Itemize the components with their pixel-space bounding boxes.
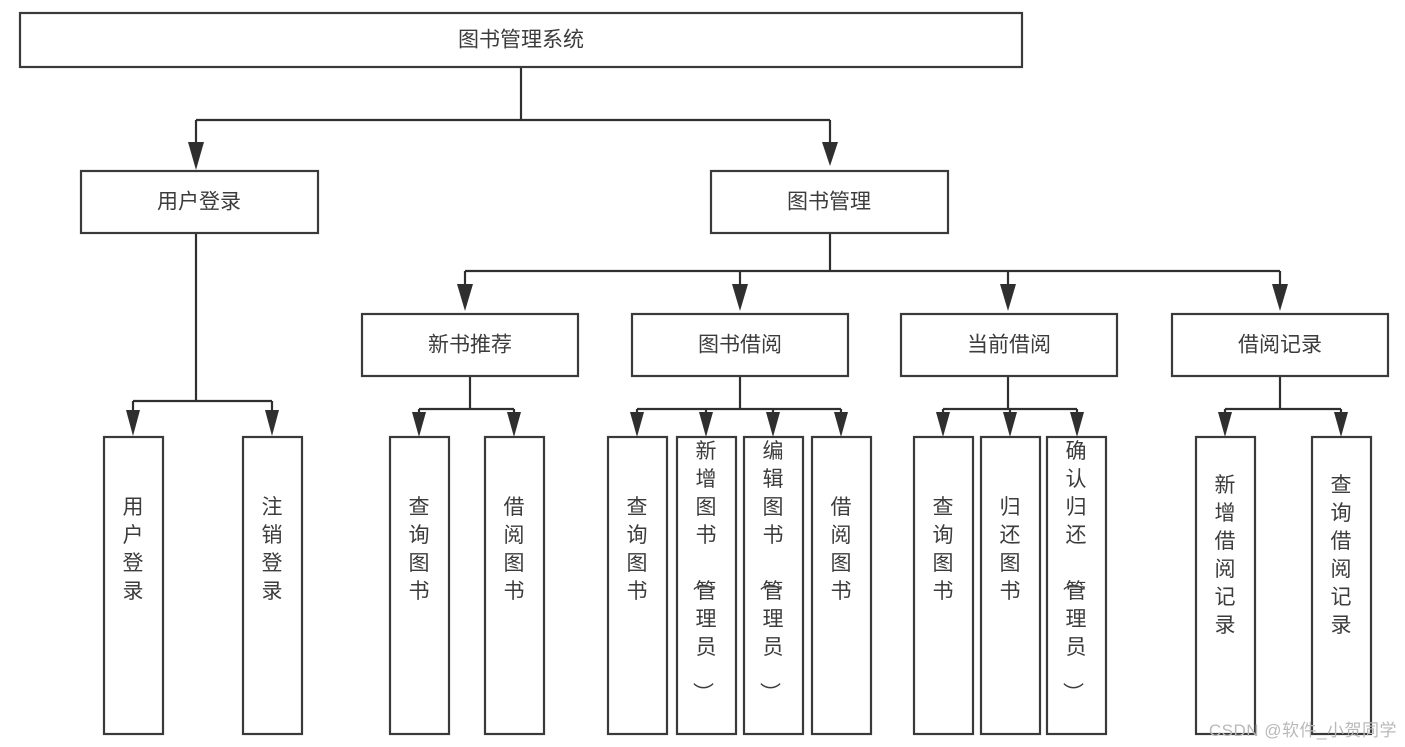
node-leaf-query-book-2-label: 查询图书 [627, 496, 648, 603]
node-leaf-logout-label: 注销登录 [262, 496, 283, 603]
node-leaf-borrow-book-2[interactable]: 借阅图书 [810, 435, 873, 736]
node-leaf-user-login-box[interactable] [102, 435, 165, 736]
node-leaf-confirm-return-label: 确认归还（管理员） [1061, 440, 1087, 703]
arrow-leaf-query-book-2 [630, 412, 644, 437]
node-user-login[interactable]: 用户登录 [79, 169, 320, 235]
node-leaf-query-book-1-box[interactable] [388, 435, 451, 736]
node-user-login-label: 用户登录 [157, 191, 241, 214]
node-leaf-confirm-return[interactable]: 确认归还（管理员） [1045, 435, 1108, 736]
node-leaf-edit-book-label: 编辑图书（管理员） [758, 440, 784, 703]
node-leaf-query-book-2-box[interactable] [606, 435, 669, 736]
node-root-label: 图书管理系统 [458, 29, 584, 52]
node-leaf-add-book[interactable]: 新增图书（管理员） [675, 435, 738, 736]
node-leaf-query-book-3[interactable]: 查询图书 [912, 435, 975, 736]
node-book-borrow-label: 图书借阅 [698, 334, 782, 357]
node-book-borrow[interactable]: 图书借阅 [630, 312, 850, 378]
arrow-new-book-rec [457, 284, 473, 311]
node-leaf-user-login-label: 用户登录 [123, 496, 144, 603]
node-leaf-add-book-box[interactable] [675, 435, 738, 736]
arrow-book-manage [822, 142, 838, 166]
node-new-book-rec-box[interactable] [360, 312, 580, 378]
node-book-manage[interactable]: 图书管理 [709, 169, 950, 235]
node-leaf-borrow-book-2-box[interactable] [810, 435, 873, 736]
node-leaf-borrow-book-1-box[interactable] [483, 435, 546, 736]
node-leaf-add-record[interactable]: 新增借阅记录 [1194, 435, 1257, 736]
node-new-book-rec-label: 新书推荐 [428, 334, 512, 357]
arrow-leaf-logout [265, 410, 279, 436]
node-leaf-query-record-box[interactable] [1310, 435, 1373, 736]
node-leaf-add-record-label: 新增借阅记录 [1215, 474, 1236, 637]
node-leaf-edit-book-box[interactable] [742, 435, 805, 736]
node-leaf-return-book[interactable]: 归还图书 [979, 435, 1042, 736]
arrow-leaf-add-book [699, 412, 713, 437]
node-leaf-return-book-label: 归还图书 [1000, 496, 1021, 603]
arrow-leaf-edit-book [766, 412, 780, 437]
node-leaf-logout[interactable]: 注销登录 [241, 435, 304, 736]
node-current-borrow-label: 当前借阅 [967, 334, 1051, 357]
arrow-leaf-borrow-book-2 [834, 412, 848, 437]
node-current-borrow-box[interactable] [899, 312, 1119, 378]
node-leaf-borrow-book-1-label: 借阅图书 [504, 496, 525, 603]
node-book-manage-label: 图书管理 [787, 191, 871, 214]
node-book-borrow-box[interactable] [630, 312, 850, 378]
arrow-borrow-record [1272, 284, 1288, 311]
csdn-watermark: CSDN @软件_小贺同学 [1208, 721, 1397, 740]
arrow-user-login [188, 142, 204, 170]
node-borrow-record-label: 借阅记录 [1238, 334, 1322, 357]
node-leaf-add-record-box[interactable] [1194, 435, 1257, 736]
node-borrow-record[interactable]: 借阅记录 [1170, 312, 1390, 378]
arrow-leaf-add-record [1218, 412, 1232, 437]
arrow-leaf-query-record [1334, 412, 1348, 437]
node-leaf-query-book-1-label: 查询图书 [409, 496, 430, 603]
leaf-nodes-group: 用户登录 注销登录 查询图书 借阅图书 查询图书 新增图书（管理员） [102, 435, 1373, 736]
arrow-current-borrow [1000, 284, 1016, 311]
node-leaf-borrow-book-2-label: 借阅图书 [831, 496, 852, 603]
arrow-leaf-query-book-3 [936, 412, 950, 437]
node-root-box[interactable] [18, 11, 1024, 69]
node-new-book-rec[interactable]: 新书推荐 [360, 312, 580, 378]
node-leaf-confirm-return-box[interactable] [1045, 435, 1108, 736]
node-book-manage-box[interactable] [709, 169, 950, 235]
arrow-leaf-borrow-book-1 [507, 412, 521, 437]
node-leaf-return-book-box[interactable] [979, 435, 1042, 736]
node-leaf-add-book-label: 新增图书（管理员） [691, 440, 717, 703]
node-root[interactable]: 图书管理系统 [18, 11, 1024, 69]
node-leaf-query-record[interactable]: 查询借阅记录 [1310, 435, 1373, 736]
node-leaf-query-book-3-box[interactable] [912, 435, 975, 736]
node-leaf-query-book-1[interactable]: 查询图书 [388, 435, 451, 736]
arrow-leaf-query-book-1 [412, 412, 426, 437]
arrow-leaf-user-login [126, 410, 140, 436]
node-user-login-box[interactable] [79, 169, 320, 235]
node-leaf-query-record-label: 查询借阅记录 [1331, 474, 1352, 637]
node-current-borrow[interactable]: 当前借阅 [899, 312, 1119, 378]
node-leaf-query-book-3-label: 查询图书 [933, 496, 954, 603]
arrow-leaf-return-book [1003, 412, 1017, 437]
arrow-leaf-confirm-return [1070, 412, 1084, 437]
node-leaf-user-login[interactable]: 用户登录 [102, 435, 165, 736]
node-leaf-logout-box[interactable] [241, 435, 304, 736]
node-leaf-query-book-2[interactable]: 查询图书 [606, 435, 669, 736]
edge-group [126, 67, 1348, 437]
arrow-book-borrow [732, 284, 748, 311]
node-leaf-borrow-book-1[interactable]: 借阅图书 [483, 435, 546, 736]
node-borrow-record-box[interactable] [1170, 312, 1390, 378]
node-leaf-edit-book[interactable]: 编辑图书（管理员） [742, 435, 805, 736]
